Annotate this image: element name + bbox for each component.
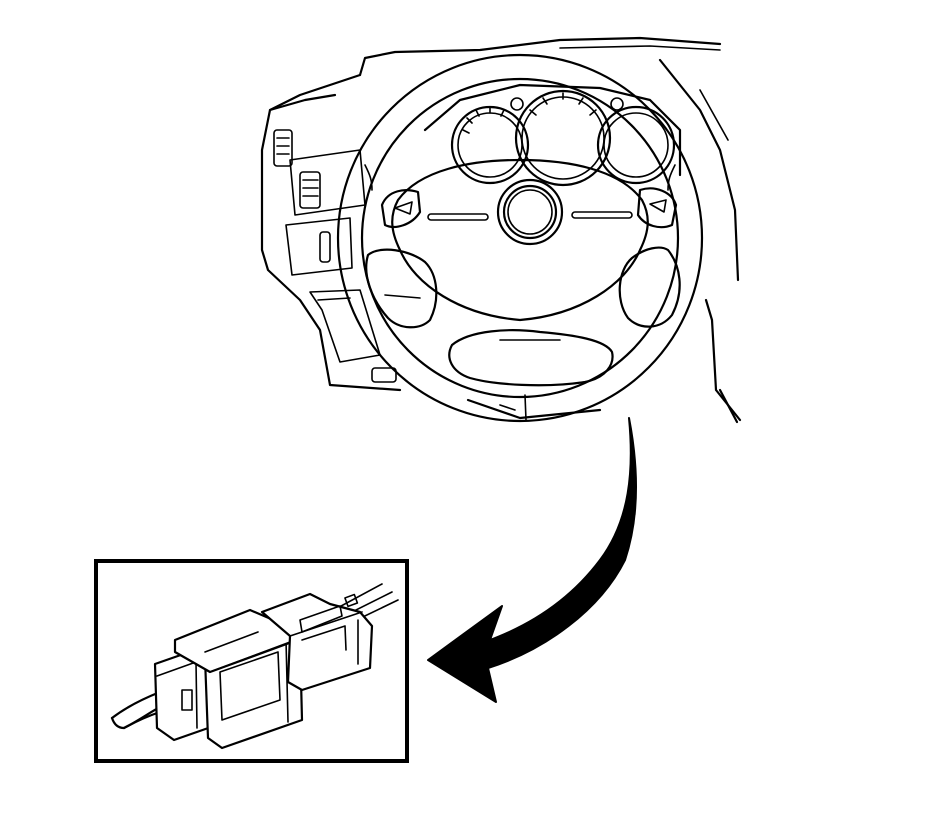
vent-icon	[299, 171, 321, 209]
vent-icon	[273, 129, 293, 167]
instrument-cluster	[423, 83, 682, 187]
right-control-switch	[636, 187, 678, 229]
fuel-gauge	[596, 105, 676, 185]
pointer-arrow	[427, 417, 638, 703]
dashboard	[260, 36, 742, 424]
steering-wheel	[336, 53, 704, 423]
horn-emblem	[496, 178, 564, 246]
left-control-switch	[380, 189, 422, 229]
speedometer-gauge	[514, 89, 612, 187]
airbag-connector	[110, 583, 399, 750]
left-lower-spoke	[365, 248, 438, 329]
airbag-module-cover	[391, 158, 649, 322]
right-lower-spoke	[618, 246, 681, 328]
bottom-spoke	[448, 329, 614, 387]
